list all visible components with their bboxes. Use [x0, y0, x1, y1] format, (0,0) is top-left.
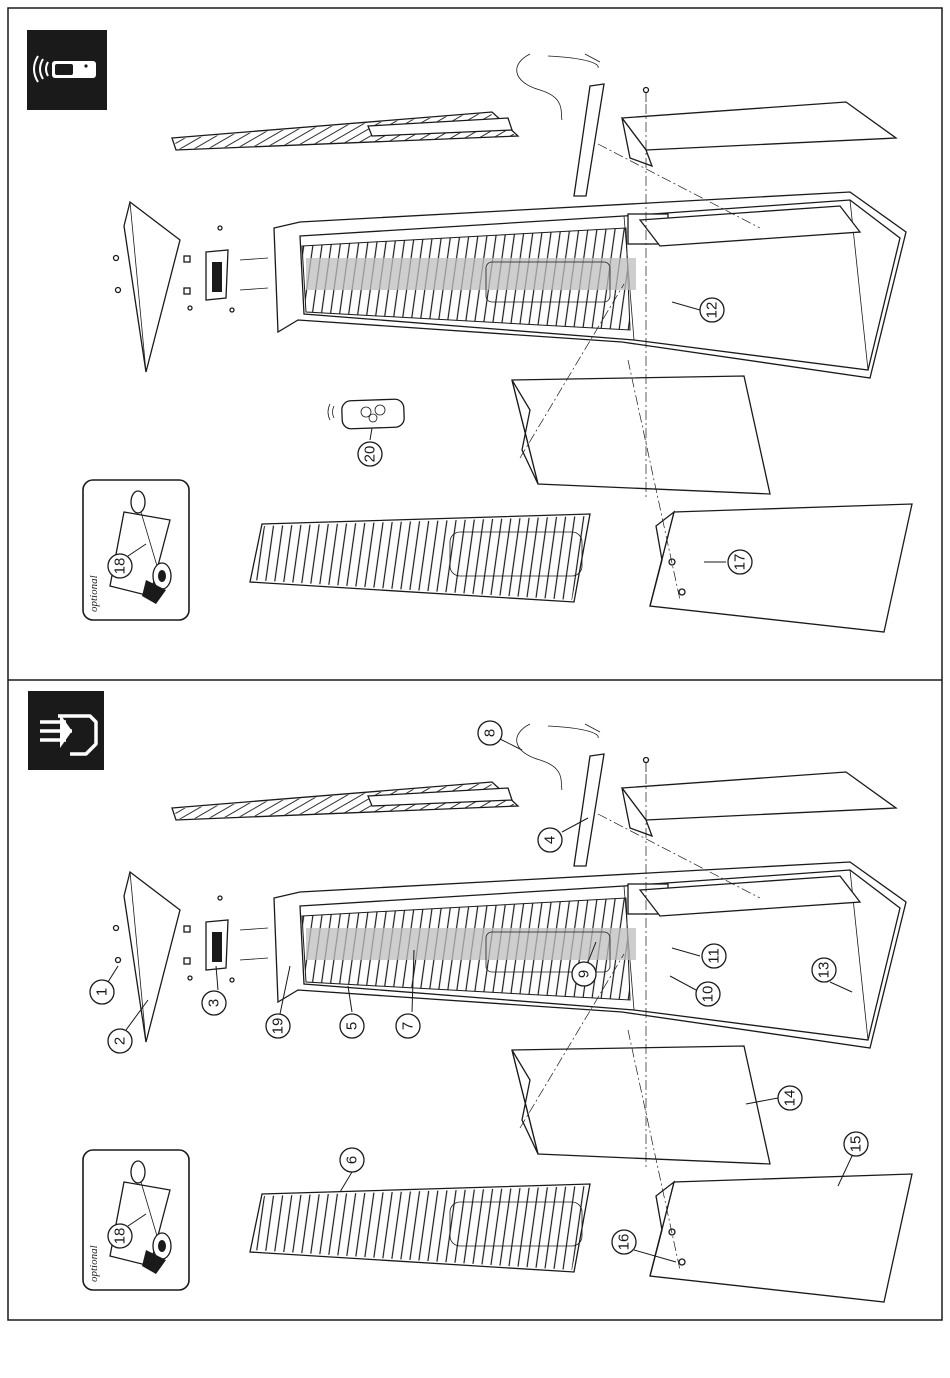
- callout-label: 6: [344, 1156, 361, 1164]
- callout-5: 5: [340, 1014, 364, 1038]
- callout-label: 8: [482, 729, 499, 737]
- callout-9: 9: [572, 962, 596, 986]
- remote-control-illustration: [328, 399, 404, 440]
- callout-14: 14: [778, 1086, 802, 1110]
- callout-19: 19: [266, 1014, 290, 1038]
- callout-8: 8: [478, 721, 502, 745]
- callout-label: 18: [112, 1228, 129, 1245]
- callout-6: 6: [340, 1148, 364, 1172]
- heater-assembly-illustration: [114, 54, 913, 632]
- callout-label: 11: [706, 948, 723, 964]
- callout-15: 15: [844, 1132, 868, 1156]
- callout-11: 11: [702, 944, 726, 968]
- callout-18: 18: [108, 554, 132, 578]
- callout-10: 10: [696, 982, 720, 1006]
- callout-label: 7: [400, 1022, 417, 1030]
- callout-label: 13: [816, 962, 833, 979]
- callout-label: 12: [704, 302, 721, 319]
- callout-label: 16: [616, 1234, 633, 1251]
- optional-label-2: optional: [88, 1245, 100, 1282]
- callout-label: 17: [732, 554, 749, 571]
- callout-label: 2: [112, 1037, 129, 1045]
- optional-wheel-kit-box-2: optional: [83, 1150, 189, 1290]
- callout-label: 5: [344, 1022, 361, 1030]
- remote-signal-icon: [27, 30, 107, 110]
- callout-label: 1: [94, 988, 111, 996]
- callout-label: 3: [206, 999, 223, 1007]
- callout-3: 3: [202, 991, 226, 1015]
- callout-1: 1: [90, 980, 114, 1004]
- manual-switch-icon: [28, 691, 104, 770]
- callout-label: 15: [848, 1136, 865, 1153]
- panel-manual-version: optional: [28, 691, 912, 1302]
- callout-17: 17: [728, 550, 752, 574]
- optional-wheel-kit-box: optional: [83, 480, 189, 620]
- panel-remote-version: optional: [27, 30, 912, 632]
- heater-assembly-illustration-2: [114, 724, 913, 1302]
- callout-18: 18: [108, 1224, 132, 1248]
- callout-label: 19: [270, 1018, 287, 1035]
- callout-label: 9: [576, 970, 593, 978]
- callout-label: 18: [112, 558, 129, 575]
- callout-label: 20: [362, 446, 379, 463]
- callout-20: 20: [358, 442, 382, 466]
- callout-16: 16: [612, 1230, 636, 1254]
- callout-label: 4: [542, 836, 559, 844]
- callout-2: 2: [108, 1029, 132, 1053]
- callout-12: 12: [700, 298, 724, 322]
- callout-4: 4: [538, 828, 562, 852]
- optional-label: optional: [88, 575, 100, 612]
- callout-7: 7: [396, 1014, 420, 1038]
- callout-label: 14: [782, 1090, 799, 1107]
- callout-label: 10: [700, 986, 717, 1003]
- callout-13: 13: [812, 958, 836, 982]
